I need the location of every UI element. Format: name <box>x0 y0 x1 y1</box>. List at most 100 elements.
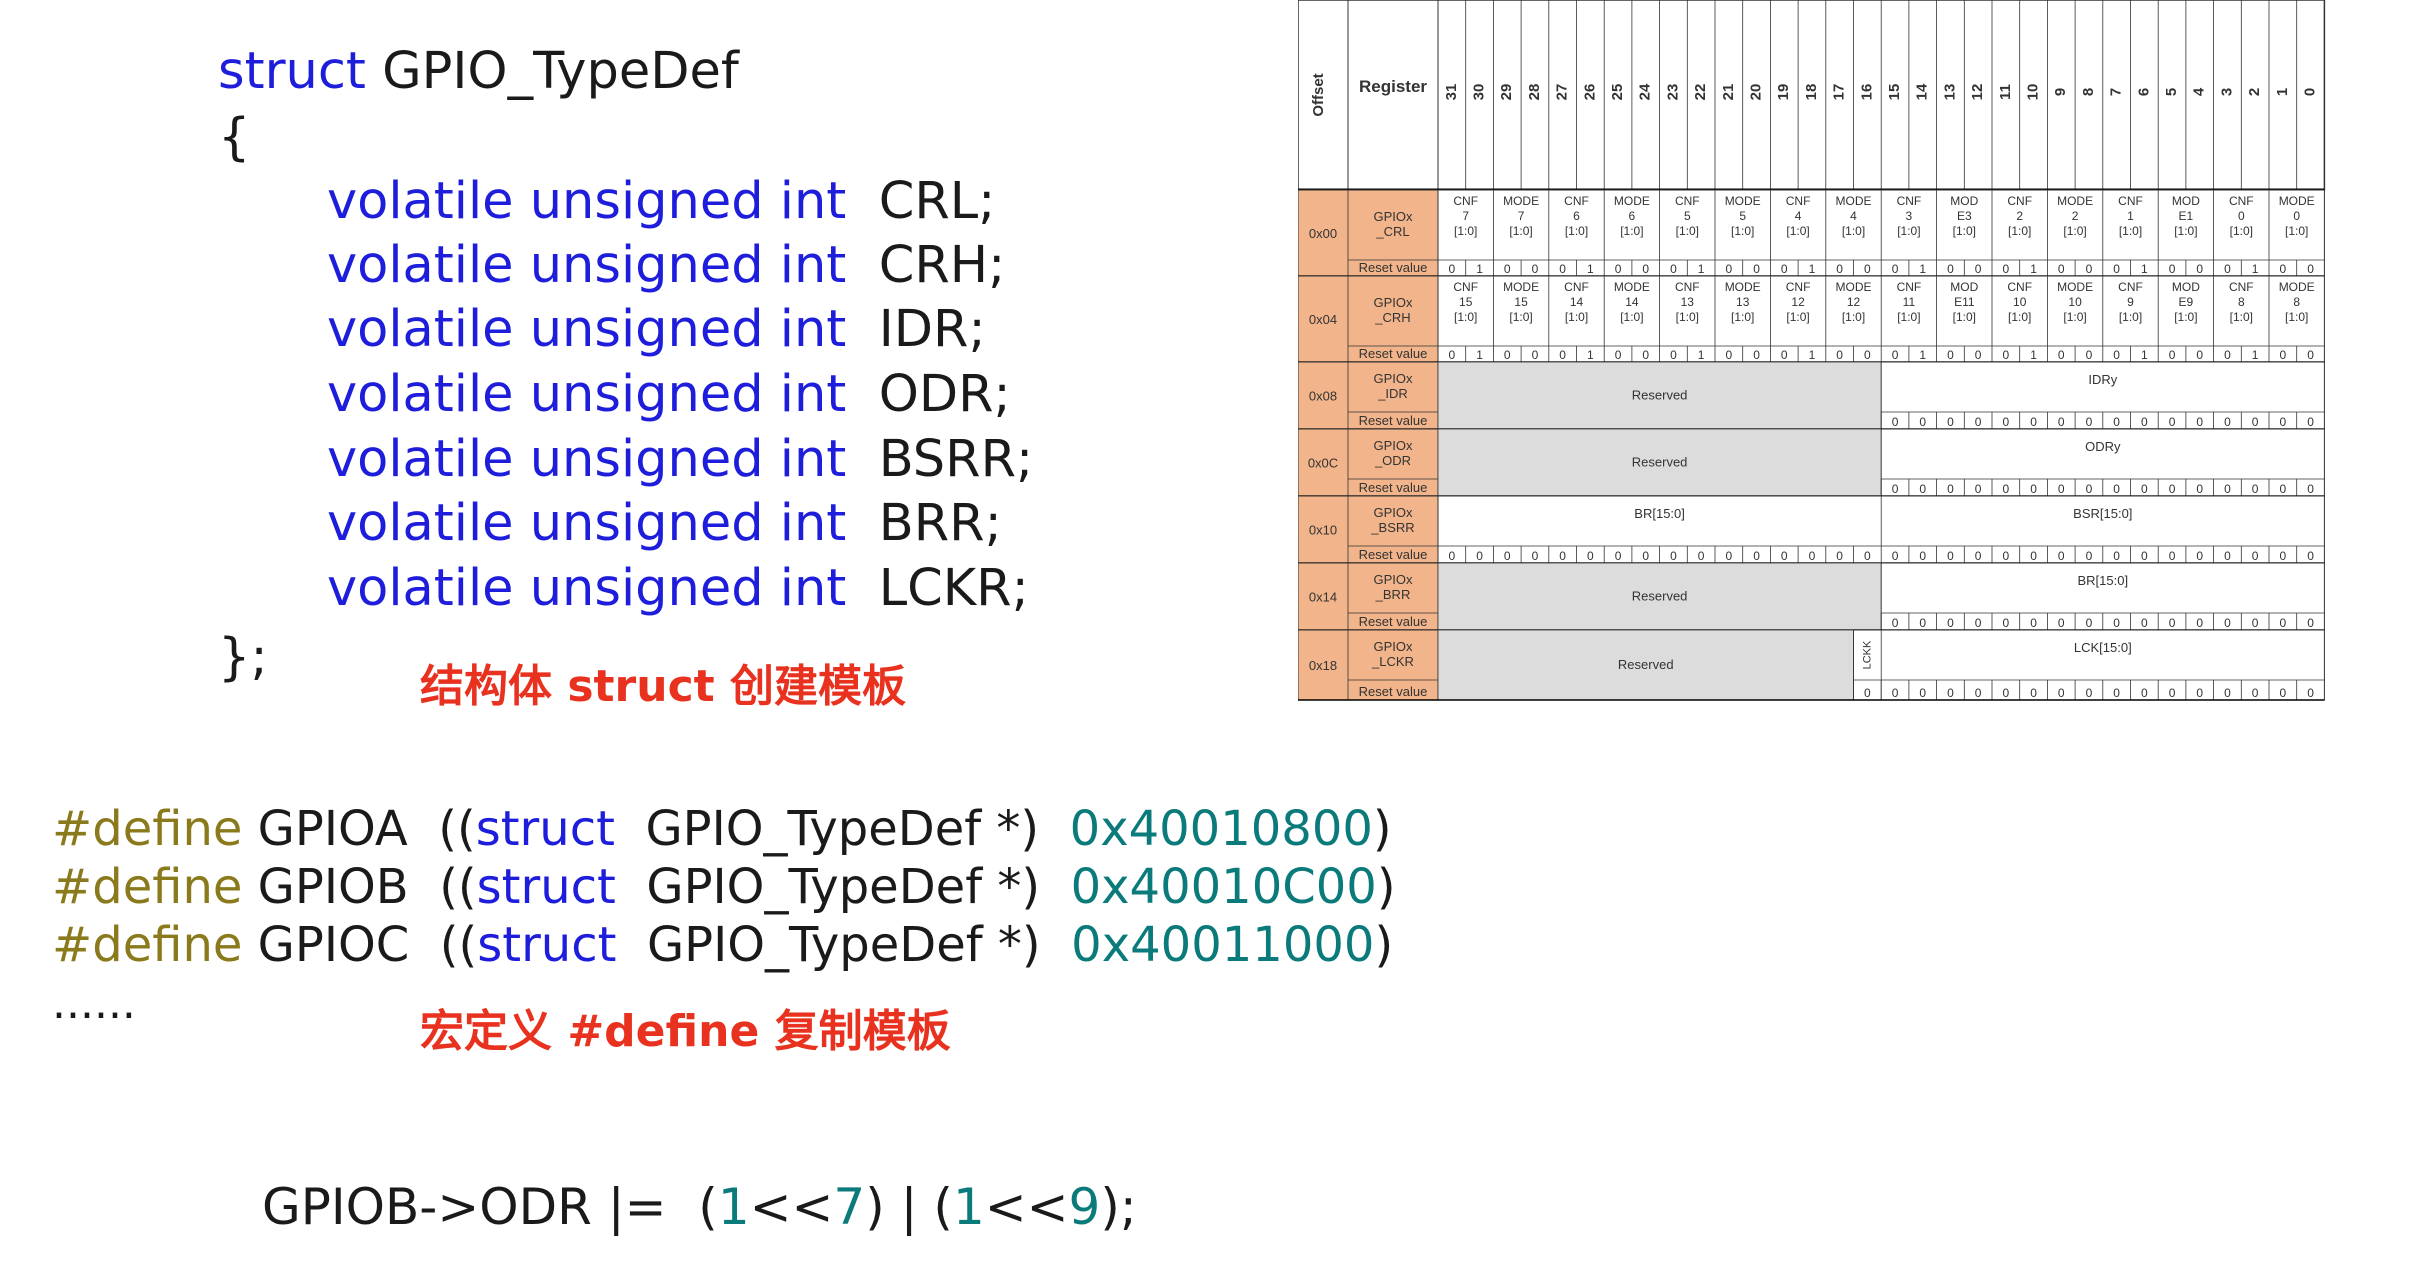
reset-bit: 0 <box>1947 262 1954 276</box>
bit-number: 17 <box>1831 84 1848 101</box>
reset-bit: 1 <box>2252 262 2259 276</box>
field-range: [1:0] <box>1842 224 1865 238</box>
reset-bit: 0 <box>1698 549 1705 563</box>
reset-bit: 0 <box>2058 482 2065 496</box>
reset-bit: 0 <box>2252 686 2259 700</box>
define-line: #define GPIOC ((struct GPIO_TypeDef *) 0… <box>52 917 1394 973</box>
field-label: BSR[15:0] <box>2073 506 2132 521</box>
cast-struct-keyword: struct <box>476 859 616 915</box>
field-name: MODE <box>1503 194 1539 208</box>
field-range: [1:0] <box>2008 310 2031 324</box>
reset-bit: 0 <box>2113 616 2120 630</box>
bit-number: 7 <box>2108 88 2125 96</box>
field-range: [1:0] <box>1676 310 1699 324</box>
reset-bit: 0 <box>2224 482 2231 496</box>
register-name: _ODR <box>1374 453 1411 468</box>
register-row-label-bg <box>1297 275 1439 363</box>
field-index: 8 <box>2238 295 2245 309</box>
reset-bit: 0 <box>2169 482 2176 496</box>
bit-number: 27 <box>1554 84 1571 101</box>
register-row-label-bg <box>1297 428 1439 497</box>
field-range: [1:0] <box>1731 310 1754 324</box>
reset-bit: 0 <box>1504 549 1511 563</box>
reset-bit: 1 <box>1809 348 1816 362</box>
reset-bit: 0 <box>2196 549 2203 563</box>
field-name: CNF <box>2007 194 2032 208</box>
struct-field: volatile unsigned int ODR; <box>327 363 1011 427</box>
reset-bit: 1 <box>2030 262 2037 276</box>
field-range: [1:0] <box>1897 310 1920 324</box>
bit-number: 8 <box>2080 88 2097 96</box>
reset-bit: 0 <box>2003 348 2010 362</box>
reset-bit: 0 <box>2003 415 2010 429</box>
register-name: _IDR <box>1377 386 1408 401</box>
field-name: CNF <box>1897 194 1922 208</box>
reset-bit: 0 <box>1892 348 1899 362</box>
field-range: [1:0] <box>1676 224 1699 238</box>
reset-bit: 0 <box>2086 549 2093 563</box>
field-index: 10 <box>2068 295 2082 309</box>
bit-number: 20 <box>1748 84 1765 101</box>
field-index: E1 <box>2179 209 2194 223</box>
field-name: BRR; <box>878 494 1002 553</box>
field-qualifier: volatile unsigned int <box>327 430 847 489</box>
register-name: GPIOx <box>1373 438 1413 453</box>
field-name: MOD <box>1950 194 1978 208</box>
field-qualifier: volatile unsigned int <box>327 559 847 618</box>
field-index: 1 <box>2127 209 2134 223</box>
reset-bit: 0 <box>2280 616 2287 630</box>
field-index: E11 <box>1954 295 1975 309</box>
reset-bit: 0 <box>2280 348 2287 362</box>
define-keyword: #define <box>52 859 243 915</box>
reset-bit: 0 <box>2113 482 2120 496</box>
reset-bit: 0 <box>2280 686 2287 700</box>
reset-bit: 0 <box>2280 482 2287 496</box>
reset-bit: 0 <box>2003 616 2010 630</box>
field-name: MODE <box>1725 194 1761 208</box>
reset-bit: 0 <box>2086 348 2093 362</box>
field-name: MODE <box>1836 194 1872 208</box>
reset-bit: 0 <box>1864 549 1871 563</box>
bit-number: 28 <box>1526 84 1543 101</box>
cast-type: GPIO_TypeDef *) <box>645 801 1040 857</box>
bit-number: 30 <box>1471 84 1488 101</box>
reset-value-label: Reset value <box>1359 346 1428 361</box>
reset-bit: 0 <box>1670 348 1677 362</box>
register-name: GPIOx <box>1373 295 1413 310</box>
field-index: E3 <box>1957 209 1972 223</box>
field-name: MOD <box>2172 280 2200 294</box>
bit-number: 1 <box>2274 88 2291 96</box>
reset-bit: 0 <box>2086 686 2093 700</box>
reset-bit: 0 <box>1449 348 1456 362</box>
reset-bit: 0 <box>2280 262 2287 276</box>
reset-bit: 0 <box>1670 549 1677 563</box>
field-name: MODE <box>2057 280 2093 294</box>
struct-name: GPIO_TypeDef <box>365 42 739 101</box>
register-name: _BSRR <box>1370 520 1414 535</box>
field-name: MODE <box>2279 280 2315 294</box>
field-range: [1:0] <box>1509 224 1532 238</box>
field-index: 4 <box>1850 209 1857 223</box>
bit-number: 14 <box>1914 83 1931 100</box>
field-name: CNF <box>1675 280 1700 294</box>
register-name: GPIOx <box>1373 639 1413 654</box>
field-range: [1:0] <box>1565 224 1588 238</box>
reset-bit: 0 <box>1975 686 1982 700</box>
bit-number: 5 <box>2163 88 2180 96</box>
field-name: CNF <box>2229 280 2254 294</box>
field-qualifier: volatile unsigned int <box>327 300 847 359</box>
field-qualifier: volatile unsigned int <box>327 236 847 295</box>
field-index: 11 <box>1903 295 1916 309</box>
reserved-label: Reserved <box>1632 388 1688 403</box>
reset-bit: 0 <box>2058 686 2065 700</box>
field-name: MODE <box>1614 280 1650 294</box>
reset-bit: 0 <box>2169 348 2176 362</box>
shift-value: 1 <box>717 1178 750 1236</box>
register-name: _CRH <box>1374 310 1410 325</box>
field-name: CNF <box>1453 280 1478 294</box>
field-name: MOD <box>1950 280 1978 294</box>
field-range: [1:0] <box>1842 310 1865 324</box>
field-name: CNF <box>1786 280 1811 294</box>
shift-value: 1 <box>952 1178 985 1236</box>
